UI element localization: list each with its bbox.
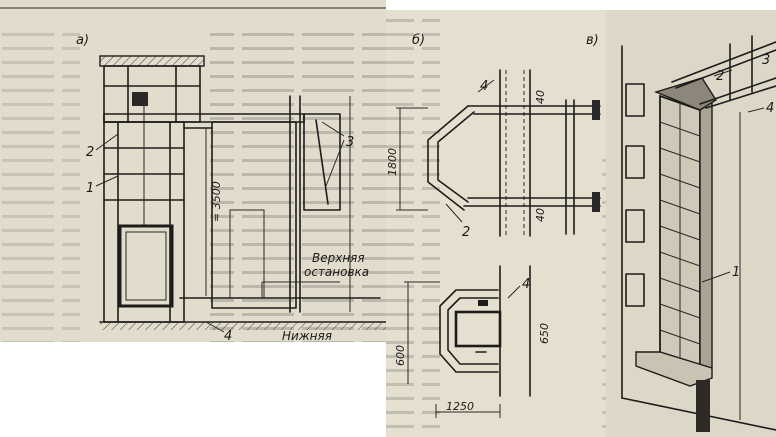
facade-window-4: [625, 273, 645, 307]
panel-c-letter: в): [586, 33, 599, 48]
callout-b-2: 2: [462, 225, 470, 240]
upper-window: [303, 113, 341, 211]
callout-a-3: 3: [346, 135, 354, 150]
dim-1800: 1800: [386, 148, 399, 176]
callout-c-4: 4: [766, 101, 774, 116]
machine-room-roof: [99, 55, 205, 67]
callout-b-4-bottom: 4: [522, 277, 530, 292]
shaft-panel-lines: [659, 103, 701, 364]
dim-1250: 1250: [446, 400, 474, 413]
ground-hatch: [100, 322, 386, 330]
bracket-bottom: [592, 192, 600, 212]
bracket-top: [592, 100, 600, 120]
panel-b-letter: б): [412, 33, 425, 48]
callout-a-1: 1: [86, 181, 94, 196]
callout-c-3: 3: [762, 53, 770, 68]
facade-window-1: [625, 83, 645, 117]
panel-a-print-bleed: [210, 30, 386, 342]
dim-3500: ≈ 3500: [210, 181, 223, 222]
callout-a-2: 2: [86, 145, 94, 160]
shaft-roof: [653, 77, 717, 111]
callout-c-1: 1: [732, 265, 740, 280]
car-section: [439, 289, 499, 373]
panel-a: а) ≈ 3500: [0, 0, 387, 344]
shaft-base: [635, 351, 713, 387]
facade-window-3: [625, 209, 645, 243]
building-wall: [211, 121, 297, 309]
dim-600: 600: [394, 345, 407, 366]
facade-window-2: [625, 145, 645, 179]
dim-650: 650: [538, 323, 551, 344]
label-upper-stop-2: остановка: [304, 265, 369, 279]
platform-frame: [427, 105, 469, 211]
panel-c: в): [586, 10, 776, 437]
callout-c-2: 2: [716, 69, 724, 84]
callout-b-4-top: 4: [480, 79, 488, 94]
label-upper-stop-1: Верхняя: [312, 251, 365, 265]
guide-shoe: [454, 310, 502, 348]
panel-a-print-bleed-left: [0, 30, 80, 342]
winch: [132, 92, 148, 106]
dim-40-top: 40: [534, 90, 547, 104]
label-lower-stop: Нижняя: [282, 329, 332, 343]
entrance-door: [696, 380, 710, 432]
callout-a-4: 4: [224, 329, 232, 344]
cabin: [118, 224, 174, 308]
panel-a-letter: а): [76, 33, 89, 48]
blank-corner: [0, 342, 400, 437]
dim-40-bottom: 40: [534, 208, 547, 222]
